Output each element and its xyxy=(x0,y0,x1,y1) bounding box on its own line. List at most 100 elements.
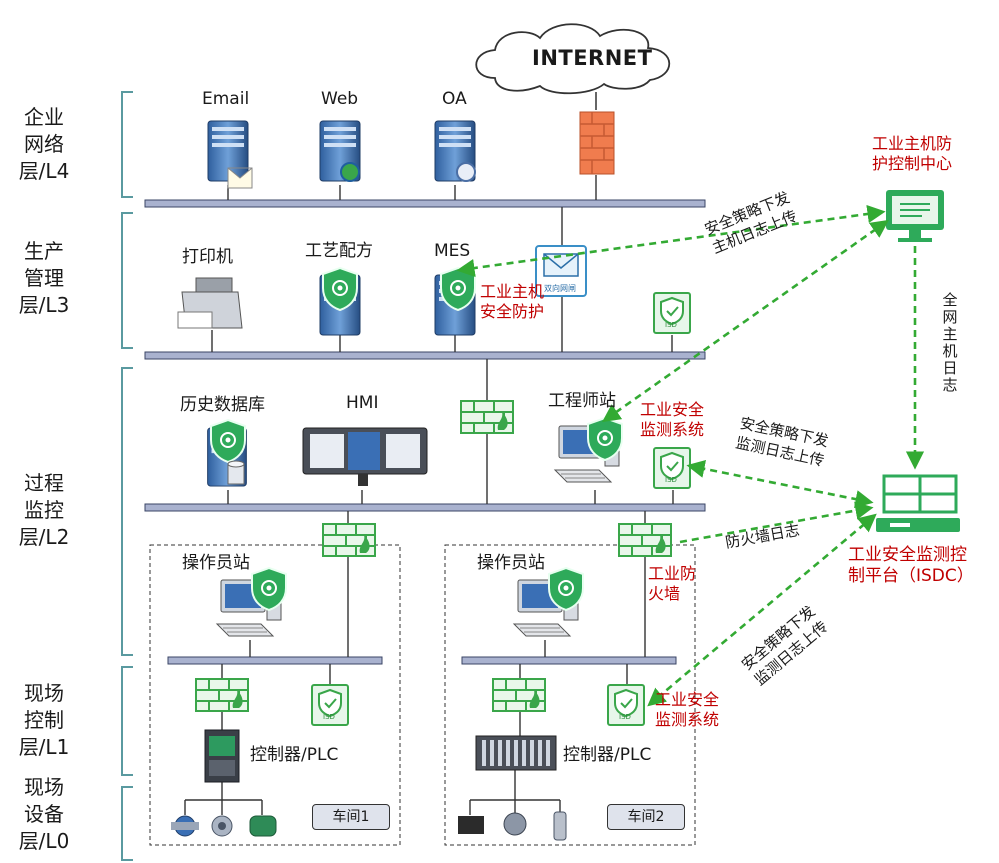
printer-icon xyxy=(177,277,243,329)
firewall-icon xyxy=(460,400,514,434)
arrow-monitor-l1 xyxy=(647,513,877,707)
isdc-line-2: 制平台（ISDC） xyxy=(848,566,974,587)
internet-cloud xyxy=(475,23,670,95)
bracket-l2 xyxy=(121,367,133,656)
layer-l3-line-1: 生产 xyxy=(24,239,64,263)
monitor-l2-line-1: 工业安全 xyxy=(640,400,705,419)
hmi-panel-icon xyxy=(302,427,428,486)
bus-ws2 xyxy=(461,656,677,665)
flowmeter-icon xyxy=(171,815,199,837)
isd-label-l1-1: ISD xyxy=(323,713,335,721)
layer-label-l2: 过程 监控 层/L2 xyxy=(14,470,74,551)
servo-motor-icon xyxy=(458,816,484,834)
layer-l4-line-1: 企业 xyxy=(24,105,64,129)
arrow-policy-mes xyxy=(456,204,886,278)
oa-label: OA xyxy=(442,89,467,109)
shield-icon xyxy=(548,567,584,611)
firewall-icon xyxy=(492,678,546,712)
motor-icon xyxy=(249,815,277,837)
shield-icon xyxy=(251,567,287,611)
historian-label: 历史数据库 xyxy=(180,395,265,415)
firewall-label-line-1: 工业防 xyxy=(648,564,697,583)
layer-label-l3: 生产 管理 层/L3 xyxy=(14,238,74,319)
recipe-label: 工艺配方 xyxy=(305,241,373,261)
firewall-icon xyxy=(195,678,249,712)
layer-l4-line-3: 层/L4 xyxy=(18,159,70,183)
firewall-icon xyxy=(618,523,672,557)
bracket-l4 xyxy=(121,91,133,198)
plc-rack-icon xyxy=(475,735,557,771)
workshop-1-box xyxy=(149,544,401,846)
network-globe-icon xyxy=(456,162,476,182)
layer-label-l0: 现场 设备 层/L0 xyxy=(14,774,74,855)
arrow-policy-engineer xyxy=(602,219,889,423)
layer-l3-line-3: 层/L3 xyxy=(18,293,70,317)
firewall-label-line-2: 火墙 xyxy=(648,584,681,603)
shield-icon xyxy=(587,417,623,461)
bus-l4 xyxy=(144,199,706,208)
bus-ws1 xyxy=(167,656,383,665)
mail-envelope-icon xyxy=(227,167,253,189)
web-label: Web xyxy=(321,89,359,109)
arrow-monitor-l2 xyxy=(686,459,874,509)
internet-label: INTERNET xyxy=(532,46,653,70)
layer-l0-line-2: 设备 xyxy=(24,802,64,826)
host-center-line-2: 护控制中心 xyxy=(872,154,953,173)
all-host-log-label: 全网主机日志 xyxy=(940,292,959,394)
layer-l0-line-3: 层/L0 xyxy=(18,829,70,853)
layer-l1-line-1: 现场 xyxy=(24,681,64,705)
layer-label-l4: 企业 网络 层/L4 xyxy=(14,104,74,185)
globe-icon xyxy=(340,162,360,182)
hmi-label: HMI xyxy=(346,393,379,413)
monitor-l1-line-2: 监测系统 xyxy=(655,710,720,729)
layer-l4-line-2: 网络 xyxy=(24,132,64,156)
sensor-icon xyxy=(553,811,567,841)
operator-station-label-1: 操作员站 xyxy=(182,553,250,573)
isd-label-l3: ISD xyxy=(665,321,677,329)
bracket-l3 xyxy=(121,212,133,349)
firewall-icon xyxy=(322,523,376,557)
actuator-icon xyxy=(503,812,527,836)
controller-label-1: 控制器/PLC xyxy=(250,745,339,765)
layer-l1-line-2: 控制 xyxy=(24,708,64,732)
isdc-platform-icon xyxy=(876,474,960,532)
layer-l1-line-3: 层/L1 xyxy=(18,735,70,759)
database-cylinder-icon xyxy=(227,460,245,485)
monitor-system-l2-label: 工业安全 监测系统 xyxy=(640,400,704,440)
monitor-l1-line-1: 工业安全 xyxy=(655,690,720,709)
gateway-caption: 双向网闸 xyxy=(544,284,576,293)
host-protection-center-monitor-icon xyxy=(886,190,944,242)
host-center-label: 工业主机防 护控制中心 xyxy=(872,134,952,174)
operator-station-label-2: 操作员站 xyxy=(477,553,545,573)
bracket-l0 xyxy=(121,786,133,861)
isdc-line-1: 工业安全监测控 xyxy=(848,545,967,565)
shield-icon xyxy=(322,267,358,311)
isdc-label: 工业安全监测控 制平台（ISDC） xyxy=(848,545,974,588)
workshop-2-badge: 车间2 xyxy=(607,804,685,830)
host-center-line-1: 工业主机防 xyxy=(872,134,953,153)
layer-l3-line-2: 管理 xyxy=(24,266,64,290)
printer-label: 打印机 xyxy=(182,247,233,267)
monitor-system-l1-label: 工业安全 监测系统 xyxy=(655,690,719,730)
mes-label: MES xyxy=(434,241,471,261)
workshop-1-badge: 车间1 xyxy=(312,804,390,830)
bracket-l1 xyxy=(121,666,133,776)
shield-icon xyxy=(210,419,246,463)
bus-l2 xyxy=(144,503,706,512)
host-protection-line-1: 工业主机 xyxy=(480,282,545,301)
internet-firewall-icon xyxy=(579,111,615,175)
host-protection-label: 工业主机 安全防护 xyxy=(480,282,544,322)
layer-l2-line-3: 层/L2 xyxy=(18,525,70,549)
monitor-l2-line-2: 监测系统 xyxy=(640,420,705,439)
layer-label-l1: 现场 控制 层/L1 xyxy=(14,680,74,761)
plc-icon xyxy=(204,729,240,783)
controller-label-2: 控制器/PLC xyxy=(563,745,652,765)
isd-label-l1-2: ISD xyxy=(619,713,631,721)
bus-l3 xyxy=(144,351,706,360)
layer-l2-line-1: 过程 xyxy=(24,471,64,495)
isd-label-l2: ISD xyxy=(665,476,677,484)
layer-l2-line-2: 监控 xyxy=(24,498,64,522)
engineer-station-label: 工程师站 xyxy=(548,391,616,411)
